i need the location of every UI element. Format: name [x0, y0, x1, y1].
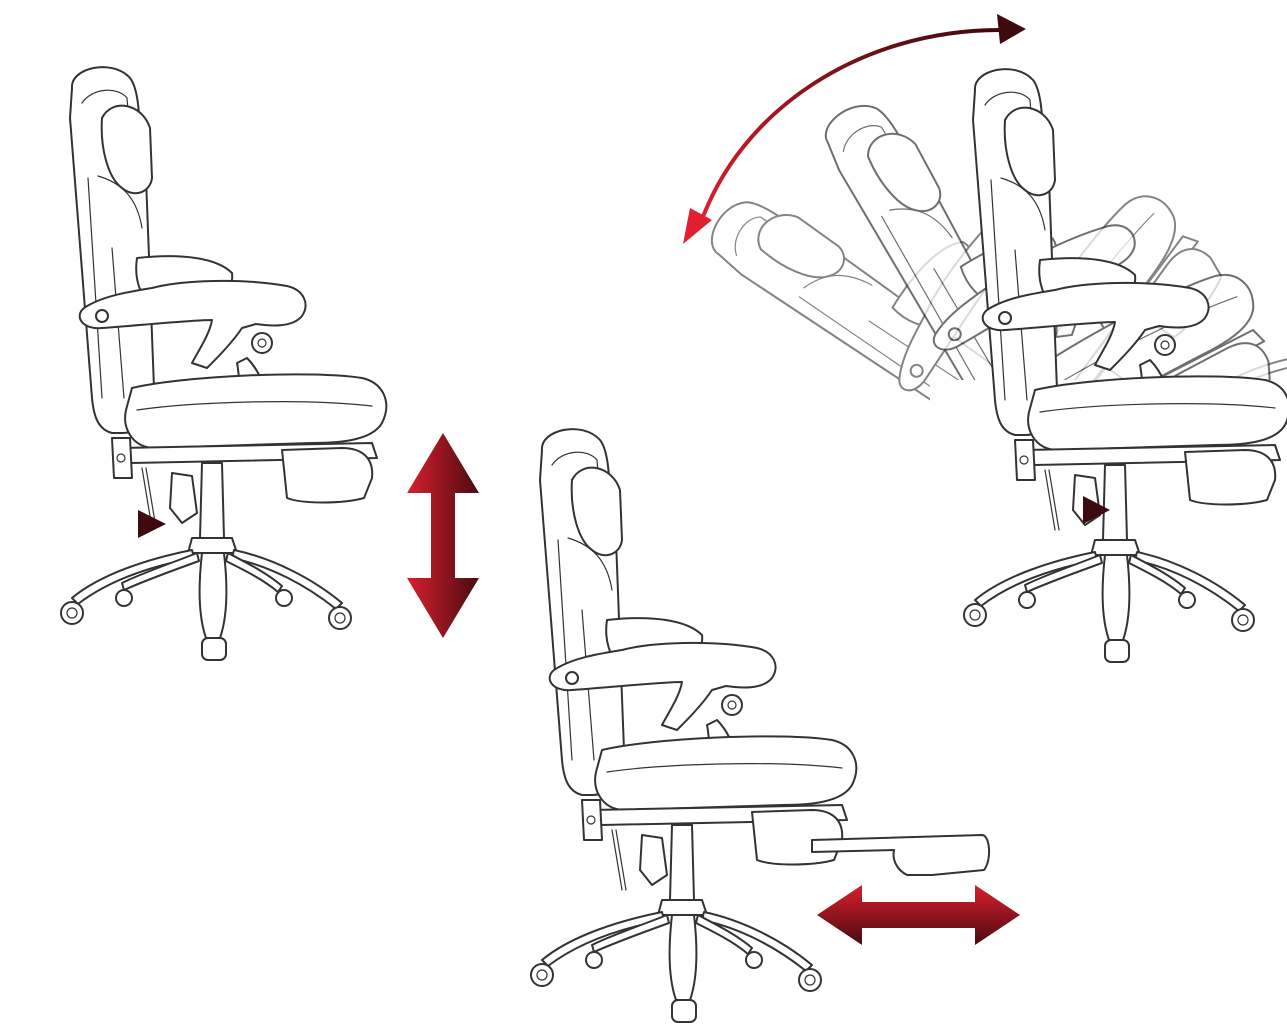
lever-arrow-icon: [22, 510, 166, 538]
double-arrow-horizontal-icon: [817, 885, 1020, 945]
chair-height-adjustment: [61, 67, 386, 660]
chair-footrest-extension: [531, 429, 989, 1022]
double-arrow-vertical-icon: [407, 433, 479, 638]
